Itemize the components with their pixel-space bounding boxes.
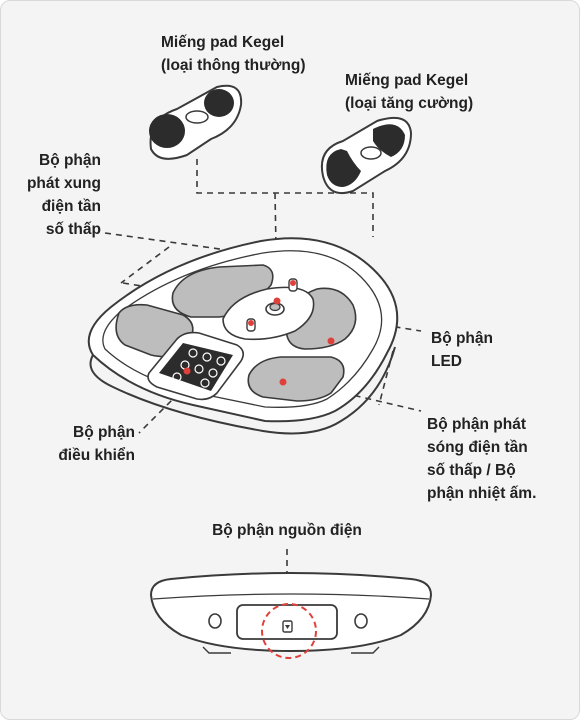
pulse-unit-label: Bộ phận phát xung điện tần số thấp — [26, 152, 101, 238]
power-unit-label: Bộ phận nguồn điện — [212, 522, 362, 539]
kegel-enhanced-label: Miếng pad Kegel (loại tăng cường) — [345, 72, 474, 112]
power-unit-illustration — [149, 572, 433, 659]
wave-heat-unit-label: Bộ phận phát sóng điện tần số thấp / Bộ … — [427, 416, 537, 502]
control-unit-label: Bộ phận điều khiển — [58, 424, 135, 464]
kegel-standard-label: Miếng pad Kegel (loại thông thường) — [161, 34, 306, 74]
led-unit-label: Bộ phận LED — [431, 330, 493, 370]
device-base-illustration — [87, 237, 399, 435]
kegel-pad-enhanced-illustration — [321, 117, 413, 195]
kegel-pad-standard-illustration — [149, 84, 243, 160]
